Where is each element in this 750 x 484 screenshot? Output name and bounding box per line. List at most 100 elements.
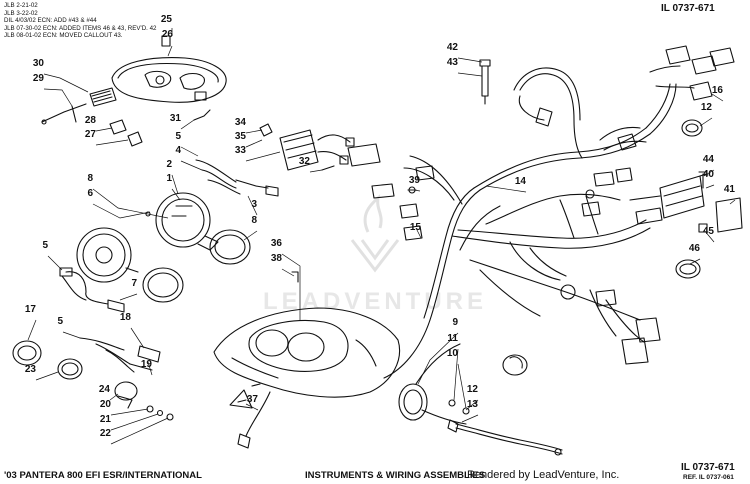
lower-harness bbox=[79, 337, 161, 373]
callout-21: 21 bbox=[100, 414, 112, 425]
illustration-number-top: IL 0737-671 bbox=[661, 3, 715, 14]
callout-34: 34 bbox=[235, 117, 247, 128]
callout-37: 37 bbox=[247, 394, 259, 405]
callout-5: 5 bbox=[57, 316, 63, 327]
clamp-ring bbox=[502, 354, 528, 376]
section-title: INSTRUMENTS & WIRING ASSEMBLIES bbox=[305, 470, 486, 481]
callout-17: 17 bbox=[25, 304, 37, 315]
callout-27: 27 bbox=[85, 129, 97, 140]
model-title: '03 PANTERA 800 EFI ESR/INTERNATIONAL bbox=[4, 470, 202, 481]
callout-8: 8 bbox=[87, 173, 93, 184]
callout-43: 43 bbox=[447, 57, 459, 68]
callout-3: 3 bbox=[251, 199, 257, 210]
gauge-harness-upper bbox=[195, 159, 279, 197]
main-wiring-harness bbox=[383, 67, 677, 379]
revision-line: JLB 3-22-02 bbox=[4, 9, 38, 17]
callout-4: 4 bbox=[175, 145, 181, 156]
revision-line: JLB 08-01-02 ECN: MOVED CALLOUT 43. bbox=[4, 32, 123, 40]
callout-41: 41 bbox=[724, 184, 736, 195]
callout-2: 2 bbox=[166, 159, 172, 170]
callout-16: 16 bbox=[712, 85, 724, 96]
callout-28: 28 bbox=[85, 115, 97, 126]
callout-46: 46 bbox=[689, 243, 701, 254]
headlight-housing bbox=[111, 57, 227, 103]
callout-8: 8 bbox=[251, 215, 257, 226]
callout-5: 5 bbox=[42, 240, 48, 251]
callout-39: 39 bbox=[409, 175, 421, 186]
speedometer-cable bbox=[447, 419, 563, 456]
small-gauge-ring bbox=[57, 358, 83, 380]
callout-33: 33 bbox=[235, 145, 247, 156]
callout-42: 42 bbox=[447, 42, 459, 53]
clip bbox=[161, 35, 171, 47]
callout-26: 26 bbox=[162, 29, 174, 40]
callout-10: 10 bbox=[447, 348, 459, 359]
bulb-socket-assembly bbox=[41, 87, 117, 125]
callout-23: 23 bbox=[25, 364, 37, 375]
harness-connectors bbox=[347, 107, 663, 365]
leadventure-watermark: LEADVENTURE bbox=[263, 194, 487, 315]
label-plate bbox=[715, 197, 743, 233]
callout-35: 35 bbox=[235, 131, 247, 142]
ecu-module bbox=[659, 173, 707, 219]
hardware bbox=[146, 405, 174, 421]
misc-bolts bbox=[145, 186, 417, 387]
bolt bbox=[698, 171, 708, 233]
callout-9: 9 bbox=[452, 317, 458, 328]
callout-29: 29 bbox=[33, 73, 45, 84]
callout-22: 22 bbox=[100, 428, 112, 439]
callout-45: 45 bbox=[703, 226, 715, 237]
grommet bbox=[681, 119, 703, 137]
callout-6: 6 bbox=[87, 188, 93, 199]
callout-12: 12 bbox=[701, 102, 713, 113]
callout-13: 13 bbox=[467, 399, 479, 410]
sensor bbox=[479, 59, 491, 105]
callout-31: 31 bbox=[170, 113, 182, 124]
callout-15: 15 bbox=[410, 222, 422, 233]
callout-14: 14 bbox=[515, 176, 527, 187]
callout-32: 32 bbox=[299, 156, 311, 167]
callout-7: 7 bbox=[131, 278, 137, 289]
callout-19: 19 bbox=[141, 359, 153, 370]
voltage-regulator bbox=[259, 123, 355, 171]
callout-44: 44 bbox=[703, 154, 715, 165]
reference-number: REF. IL 0737-061 bbox=[683, 474, 734, 481]
revision-line: JLB 2-21-02 bbox=[4, 2, 38, 9]
callout-numbers: 1234578910111213141516171819202122232425… bbox=[25, 14, 736, 439]
callout-24: 24 bbox=[99, 384, 111, 395]
sockets bbox=[109, 109, 211, 147]
tachometer bbox=[155, 192, 219, 251]
handlebar-switch bbox=[398, 343, 470, 425]
pad bbox=[675, 259, 701, 279]
revision-block: JLB 2-21-02 JLB 3-22-02 DIL 4/03/02 ECN:… bbox=[4, 2, 157, 40]
speedometer-harness bbox=[59, 267, 125, 313]
callout-30: 30 bbox=[33, 58, 45, 69]
leader-lines bbox=[27, 28, 736, 445]
callout-20: 20 bbox=[100, 399, 112, 410]
dash-pod bbox=[213, 307, 400, 398]
small-gauge bbox=[12, 340, 42, 366]
callout-5: 5 bbox=[175, 131, 181, 142]
revision-line: DIL 4/03/02 ECN: ADD #43 & #44 bbox=[4, 17, 97, 25]
gauge-bezel-ring bbox=[209, 229, 251, 265]
speedometer bbox=[76, 227, 139, 283]
light-switch bbox=[114, 381, 138, 409]
illustration-number-bottom: IL 0737-671 bbox=[681, 462, 735, 473]
watermark-text: LEADVENTURE bbox=[263, 288, 487, 315]
harness-connector-set bbox=[649, 45, 735, 101]
rendered-by-credit: Rendered by LeadVenture, Inc. bbox=[467, 469, 620, 481]
dash-harness bbox=[237, 391, 271, 449]
revision-line: JLB 07-30-02 ECN: ADDED ITEMS 46 & 43, R… bbox=[4, 24, 157, 32]
callout-11: 11 bbox=[447, 333, 458, 344]
speedometer-bezel-ring bbox=[142, 267, 184, 303]
callout-40: 40 bbox=[703, 169, 715, 180]
callout-12: 12 bbox=[467, 384, 479, 395]
callout-25: 25 bbox=[161, 14, 173, 25]
warning-decal bbox=[229, 389, 253, 409]
callout-1: 1 bbox=[166, 173, 172, 184]
callout-38: 38 bbox=[271, 253, 283, 264]
callout-18: 18 bbox=[120, 312, 132, 323]
callout-36: 36 bbox=[271, 238, 283, 249]
